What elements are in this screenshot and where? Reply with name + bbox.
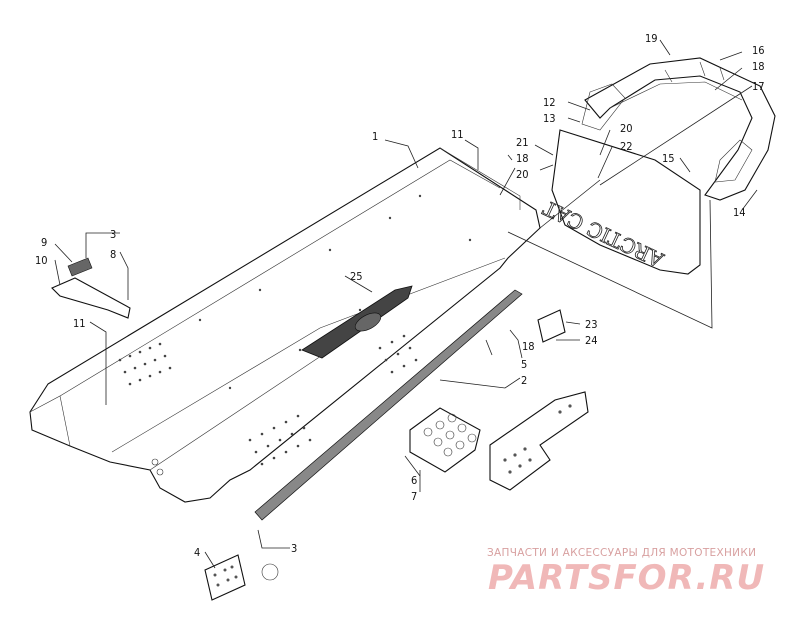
callout-19: 19 (645, 32, 658, 45)
callout-labels: 1 2 3 3 4 5 6 7 8 9 10 11 11 12 13 14 15… (35, 32, 765, 559)
callout-16: 16 (752, 44, 765, 57)
callout-1: 1 (372, 130, 378, 143)
rear-bumper (581, 57, 776, 201)
callout-11-left: 11 (73, 317, 86, 330)
mount-bracket (489, 391, 589, 491)
callout-13: 13 (543, 112, 556, 125)
tunnel-handle (301, 285, 413, 359)
callout-9: 9 (41, 236, 47, 249)
leader-lines (54, 39, 758, 569)
callout-5: 5 (521, 358, 527, 371)
callout-2: 2 (521, 374, 527, 387)
watermark-logo: PARTSFOR.RU (488, 558, 766, 598)
small-bracket (51, 257, 131, 319)
callout-21: 21 (516, 136, 529, 149)
callout-24: 24 (585, 334, 598, 347)
callout-25: 25 (350, 270, 363, 283)
callout-11-top: 11 (451, 128, 464, 141)
callout-7: 7 (411, 490, 417, 503)
callout-20-top: 20 (620, 122, 633, 135)
callout-3-top: 3 (110, 228, 116, 241)
callout-17: 17 (752, 80, 765, 93)
callout-12: 12 (543, 96, 556, 109)
callout-20-mid: 20 (516, 168, 529, 181)
side-bracket (537, 309, 566, 343)
callout-4: 4 (194, 546, 200, 559)
callout-8: 8 (110, 248, 116, 261)
callout-15: 15 (662, 152, 675, 165)
edge-strip (254, 289, 523, 521)
callout-18-top: 18 (752, 60, 765, 73)
backing-plate (204, 554, 279, 601)
callout-14: 14 (733, 206, 746, 219)
callout-18-bottom: 18 (522, 340, 535, 353)
callout-18-mid: 18 (516, 152, 529, 165)
watermark-tagline: ЗАПЧАСТИ И АКСЕССУАРЫ ДЛЯ МОТОТЕХНИКИ (487, 547, 757, 559)
callout-10: 10 (35, 254, 48, 267)
callout-3-bottom: 3 (291, 542, 297, 555)
heel-plate (409, 407, 481, 473)
tunnel-panel (29, 147, 541, 503)
callout-6: 6 (411, 474, 417, 487)
callout-22: 22 (620, 140, 633, 153)
callout-23: 23 (585, 318, 598, 331)
